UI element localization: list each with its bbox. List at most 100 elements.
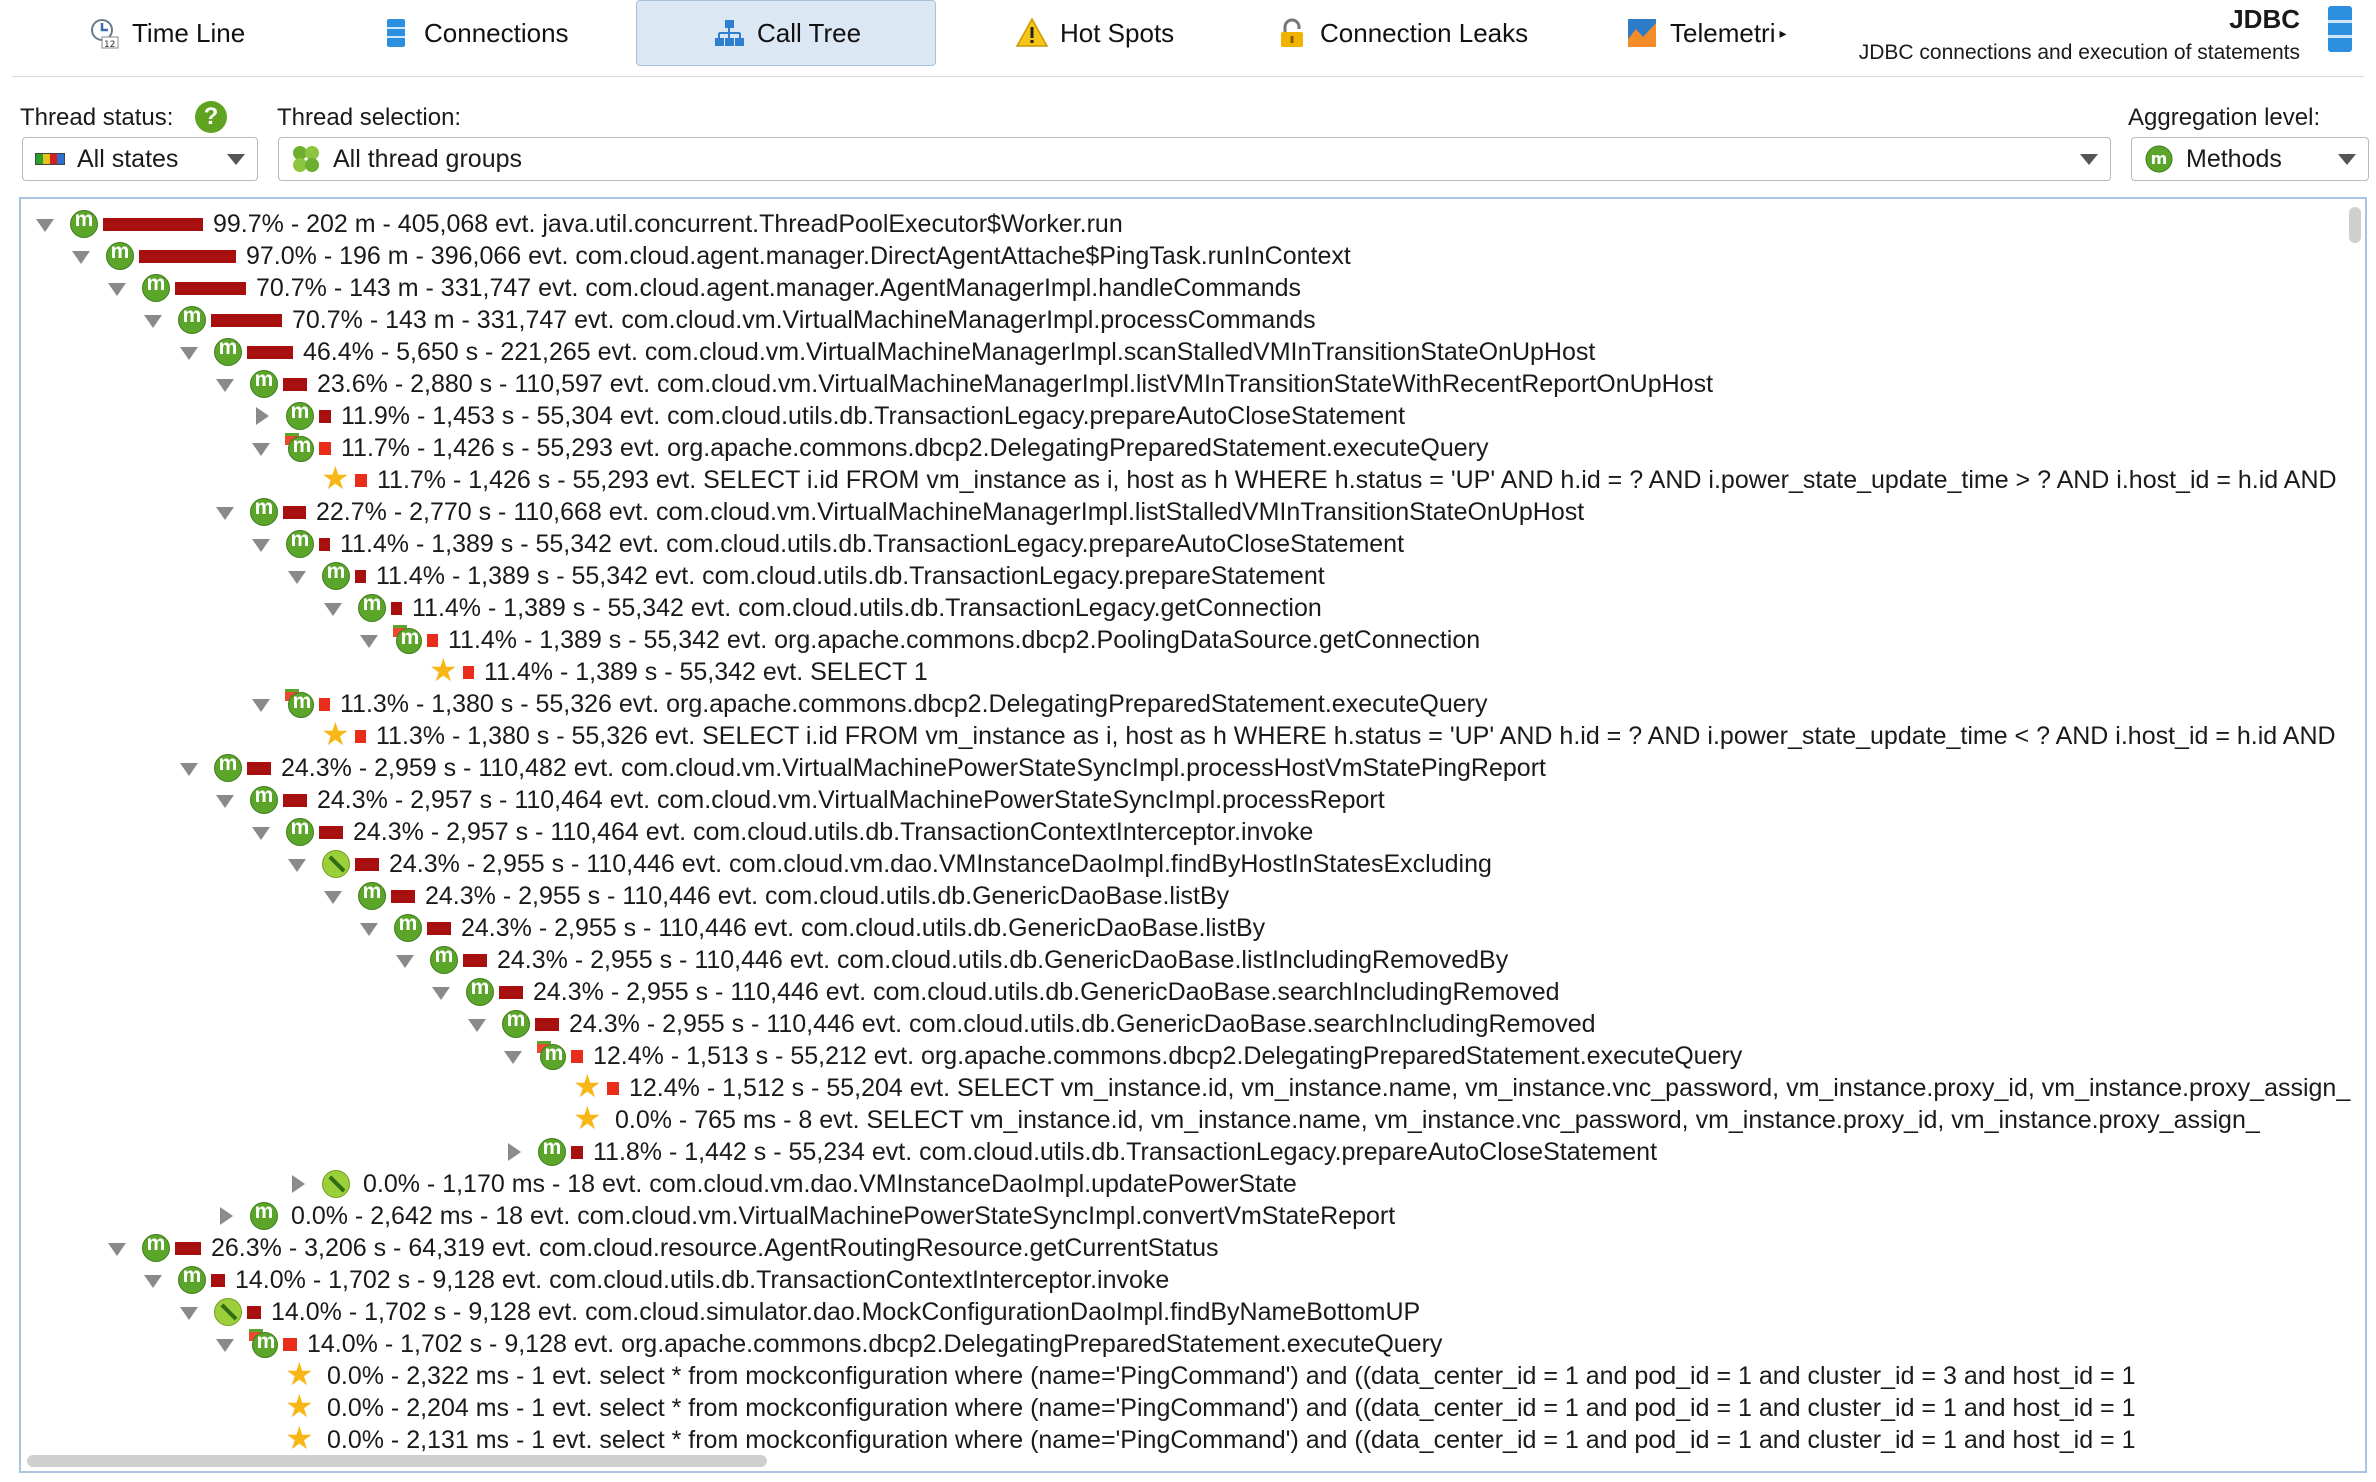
thread-selection-select[interactable]: All thread groups [278,137,2111,181]
tree-node[interactable]: 11.7% - 1,426 s - 55,293 evt. SELECT i.i… [287,459,2337,497]
thread-selection-label: Thread selection: [277,104,462,131]
expanded-arrow-icon[interactable] [215,1334,235,1354]
expanded-arrow-icon[interactable] [107,1238,127,1258]
hot-spot-star-icon [321,459,351,497]
time-percentage-bar [355,569,366,583]
tree-node[interactable]: 24.3% - 2,955 s - 110,446 evt. com.cloud… [467,1008,1596,1040]
tree-node[interactable]: 46.4% - 5,650 s - 221,265 evt. com.cloud… [179,336,1595,368]
tree-node[interactable]: 24.3% - 2,955 s - 110,446 evt. com.cloud… [323,880,1229,912]
tree-node[interactable]: 24.3% - 2,955 s - 110,446 evt. com.cloud… [287,848,1492,880]
expanded-arrow-icon[interactable] [143,310,163,330]
tab-hot-spots[interactable]: Hot Spots [1002,0,1222,66]
more-tabs-arrow-icon[interactable]: ▸ [1779,24,1787,41]
tree-node[interactable]: 24.3% - 2,955 s - 110,446 evt. com.cloud… [431,976,1560,1008]
method-icon [141,272,171,303]
tree-node[interactable]: 11.3% - 1,380 s - 55,326 evt. SELECT i.i… [287,715,2336,753]
expanded-arrow-icon[interactable] [251,438,271,458]
expanded-arrow-icon[interactable] [251,534,271,554]
tree-node[interactable]: 23.6% - 2,880 s - 110,597 evt. com.cloud… [215,368,1713,400]
tree-node[interactable]: 0.0% - 2,204 ms - 1 evt. select * from m… [251,1387,2136,1425]
tree-node[interactable]: 0.0% - 1,170 ms - 18 evt. com.cloud.vm.d… [287,1168,1297,1200]
vertical-scrollbar[interactable] [2349,207,2361,243]
method-icon [357,880,387,911]
tree-spacer [539,1110,559,1130]
tree-node[interactable]: 11.7% - 1,426 s - 55,293 evt. org.apache… [251,432,1488,464]
expanded-arrow-icon[interactable] [35,214,55,234]
expanded-arrow-icon[interactable] [395,950,415,970]
expanded-arrow-icon[interactable] [251,822,271,842]
tree-node[interactable]: 0.0% - 765 ms - 8 evt. SELECT vm_instanc… [539,1099,2260,1137]
tab-connection-leaks[interactable]: Connection Leaks [1262,0,1562,66]
expanded-arrow-icon[interactable] [503,1046,523,1066]
tree-node[interactable]: 14.0% - 1,702 s - 9,128 evt. com.cloud.s… [179,1296,1420,1328]
expanded-arrow-icon[interactable] [467,1014,487,1034]
tree-node[interactable]: 14.0% - 1,702 s - 9,128 evt. com.cloud.u… [143,1264,1169,1296]
method-icon [249,1200,279,1231]
expanded-arrow-icon[interactable] [143,1270,163,1290]
expanded-arrow-icon[interactable] [251,694,271,714]
tree-node-label: 11.7% - 1,426 s - 55,293 evt. org.apache… [341,433,1489,462]
aggregation-level-select[interactable]: m Methods [2131,137,2369,181]
tree-node-label: 24.3% - 2,955 s - 110,446 evt. com.cloud… [497,945,1509,974]
help-icon[interactable]: ? [195,101,227,133]
tab-telemetry[interactable]: Telemetri ▸ [1612,0,1802,66]
tree-node[interactable]: 11.8% - 1,442 s - 55,234 evt. com.cloud.… [503,1136,1657,1168]
tree-node[interactable]: 97.0% - 196 m - 396,066 evt. com.cloud.a… [71,240,1351,272]
tab-label: Telemetri [1670,17,1776,48]
tab-connections[interactable]: Connections [366,0,596,66]
tree-node[interactable]: 11.9% - 1,453 s - 55,304 evt. com.cloud.… [251,400,1405,432]
expanded-arrow-icon[interactable] [179,342,199,362]
expanded-arrow-icon[interactable] [107,278,127,298]
expanded-arrow-icon[interactable] [323,886,343,906]
expanded-arrow-icon[interactable] [359,630,379,650]
tree-node[interactable]: 12.4% - 1,512 s - 55,204 evt. SELECT vm_… [539,1067,2350,1105]
expanded-arrow-icon[interactable] [71,246,91,266]
tree-node[interactable]: 0.0% - 2,131 ms - 1 evt. select * from m… [251,1419,2136,1457]
tree-node[interactable]: 0.0% - 2,322 ms - 1 evt. select * from m… [251,1355,2136,1393]
expanded-arrow-icon[interactable] [287,854,307,874]
collapsed-arrow-icon[interactable] [503,1142,523,1162]
expanded-arrow-icon[interactable] [179,758,199,778]
tab-call-tree[interactable]: Call Tree [636,0,936,66]
tree-node[interactable]: 0.0% - 2,642 ms - 18 evt. com.cloud.vm.V… [215,1200,1395,1232]
time-percentage-bar [427,633,438,647]
collapsed-arrow-icon[interactable] [215,1206,235,1226]
call-tree-view[interactable]: 99.7% - 202 m - 405,068 evt. java.util.c… [19,197,2367,1473]
tree-node[interactable]: 24.3% - 2,955 s - 110,446 evt. com.cloud… [359,912,1265,944]
tree-node[interactable]: 24.3% - 2,955 s - 110,446 evt. com.cloud… [395,944,1508,976]
tab-time-line[interactable]: 12 Time Line [74,0,284,66]
collapsed-arrow-icon[interactable] [251,406,271,426]
view-title: JDBC [2229,4,2300,34]
expanded-arrow-icon[interactable] [431,982,451,1002]
expanded-arrow-icon[interactable] [323,598,343,618]
expanded-arrow-icon[interactable] [215,790,235,810]
expanded-arrow-icon[interactable] [359,918,379,938]
tree-node[interactable]: 12.4% - 1,513 s - 55,212 evt. org.apache… [503,1040,1742,1072]
tree-node-label: 11.8% - 1,442 s - 55,234 evt. com.cloud.… [593,1137,1658,1166]
tree-node[interactable]: 26.3% - 3,206 s - 64,319 evt. com.cloud.… [107,1232,1219,1264]
tree-node[interactable]: 22.7% - 2,770 s - 110,668 evt. com.cloud… [215,496,1584,528]
expanded-arrow-icon[interactable] [215,502,235,522]
collapsed-arrow-icon[interactable] [287,1174,307,1194]
tree-node[interactable]: 24.3% - 2,957 s - 110,464 evt. com.cloud… [215,784,1385,816]
tree-node[interactable]: 14.0% - 1,702 s - 9,128 evt. org.apache.… [215,1328,1442,1360]
horizontal-scrollbar[interactable] [27,1455,767,1467]
tree-node[interactable]: 24.3% - 2,959 s - 110,482 evt. com.cloud… [179,752,1546,784]
expanded-arrow-icon[interactable] [179,1302,199,1322]
tree-node[interactable]: 11.3% - 1,380 s - 55,326 evt. org.apache… [251,688,1487,720]
time-percentage-bar [283,1337,297,1351]
tree-spacer [251,1366,271,1386]
tree-node[interactable]: 11.4% - 1,389 s - 55,342 evt. com.cloud.… [323,592,1322,624]
tree-spacer [287,726,307,746]
tree-node[interactable]: 11.4% - 1,389 s - 55,342 evt. com.cloud.… [251,528,1404,560]
tree-node[interactable]: 70.7% - 143 m - 331,747 evt. com.cloud.v… [143,304,1316,336]
tree-node[interactable]: 11.4% - 1,389 s - 55,342 evt. SELECT 1 [395,651,928,689]
tree-node[interactable]: 99.7% - 202 m - 405,068 evt. java.util.c… [35,208,1123,240]
tree-node[interactable]: 70.7% - 143 m - 331,747 evt. com.cloud.a… [107,272,1301,304]
tree-node[interactable]: 11.4% - 1,389 s - 55,342 evt. com.cloud.… [287,560,1325,592]
thread-status-select[interactable]: All states [22,137,258,181]
tree-node[interactable]: 11.4% - 1,389 s - 55,342 evt. org.apache… [359,624,1480,656]
tree-node[interactable]: 24.3% - 2,957 s - 110,464 evt. com.cloud… [251,816,1313,848]
expanded-arrow-icon[interactable] [287,566,307,586]
expanded-arrow-icon[interactable] [215,374,235,394]
